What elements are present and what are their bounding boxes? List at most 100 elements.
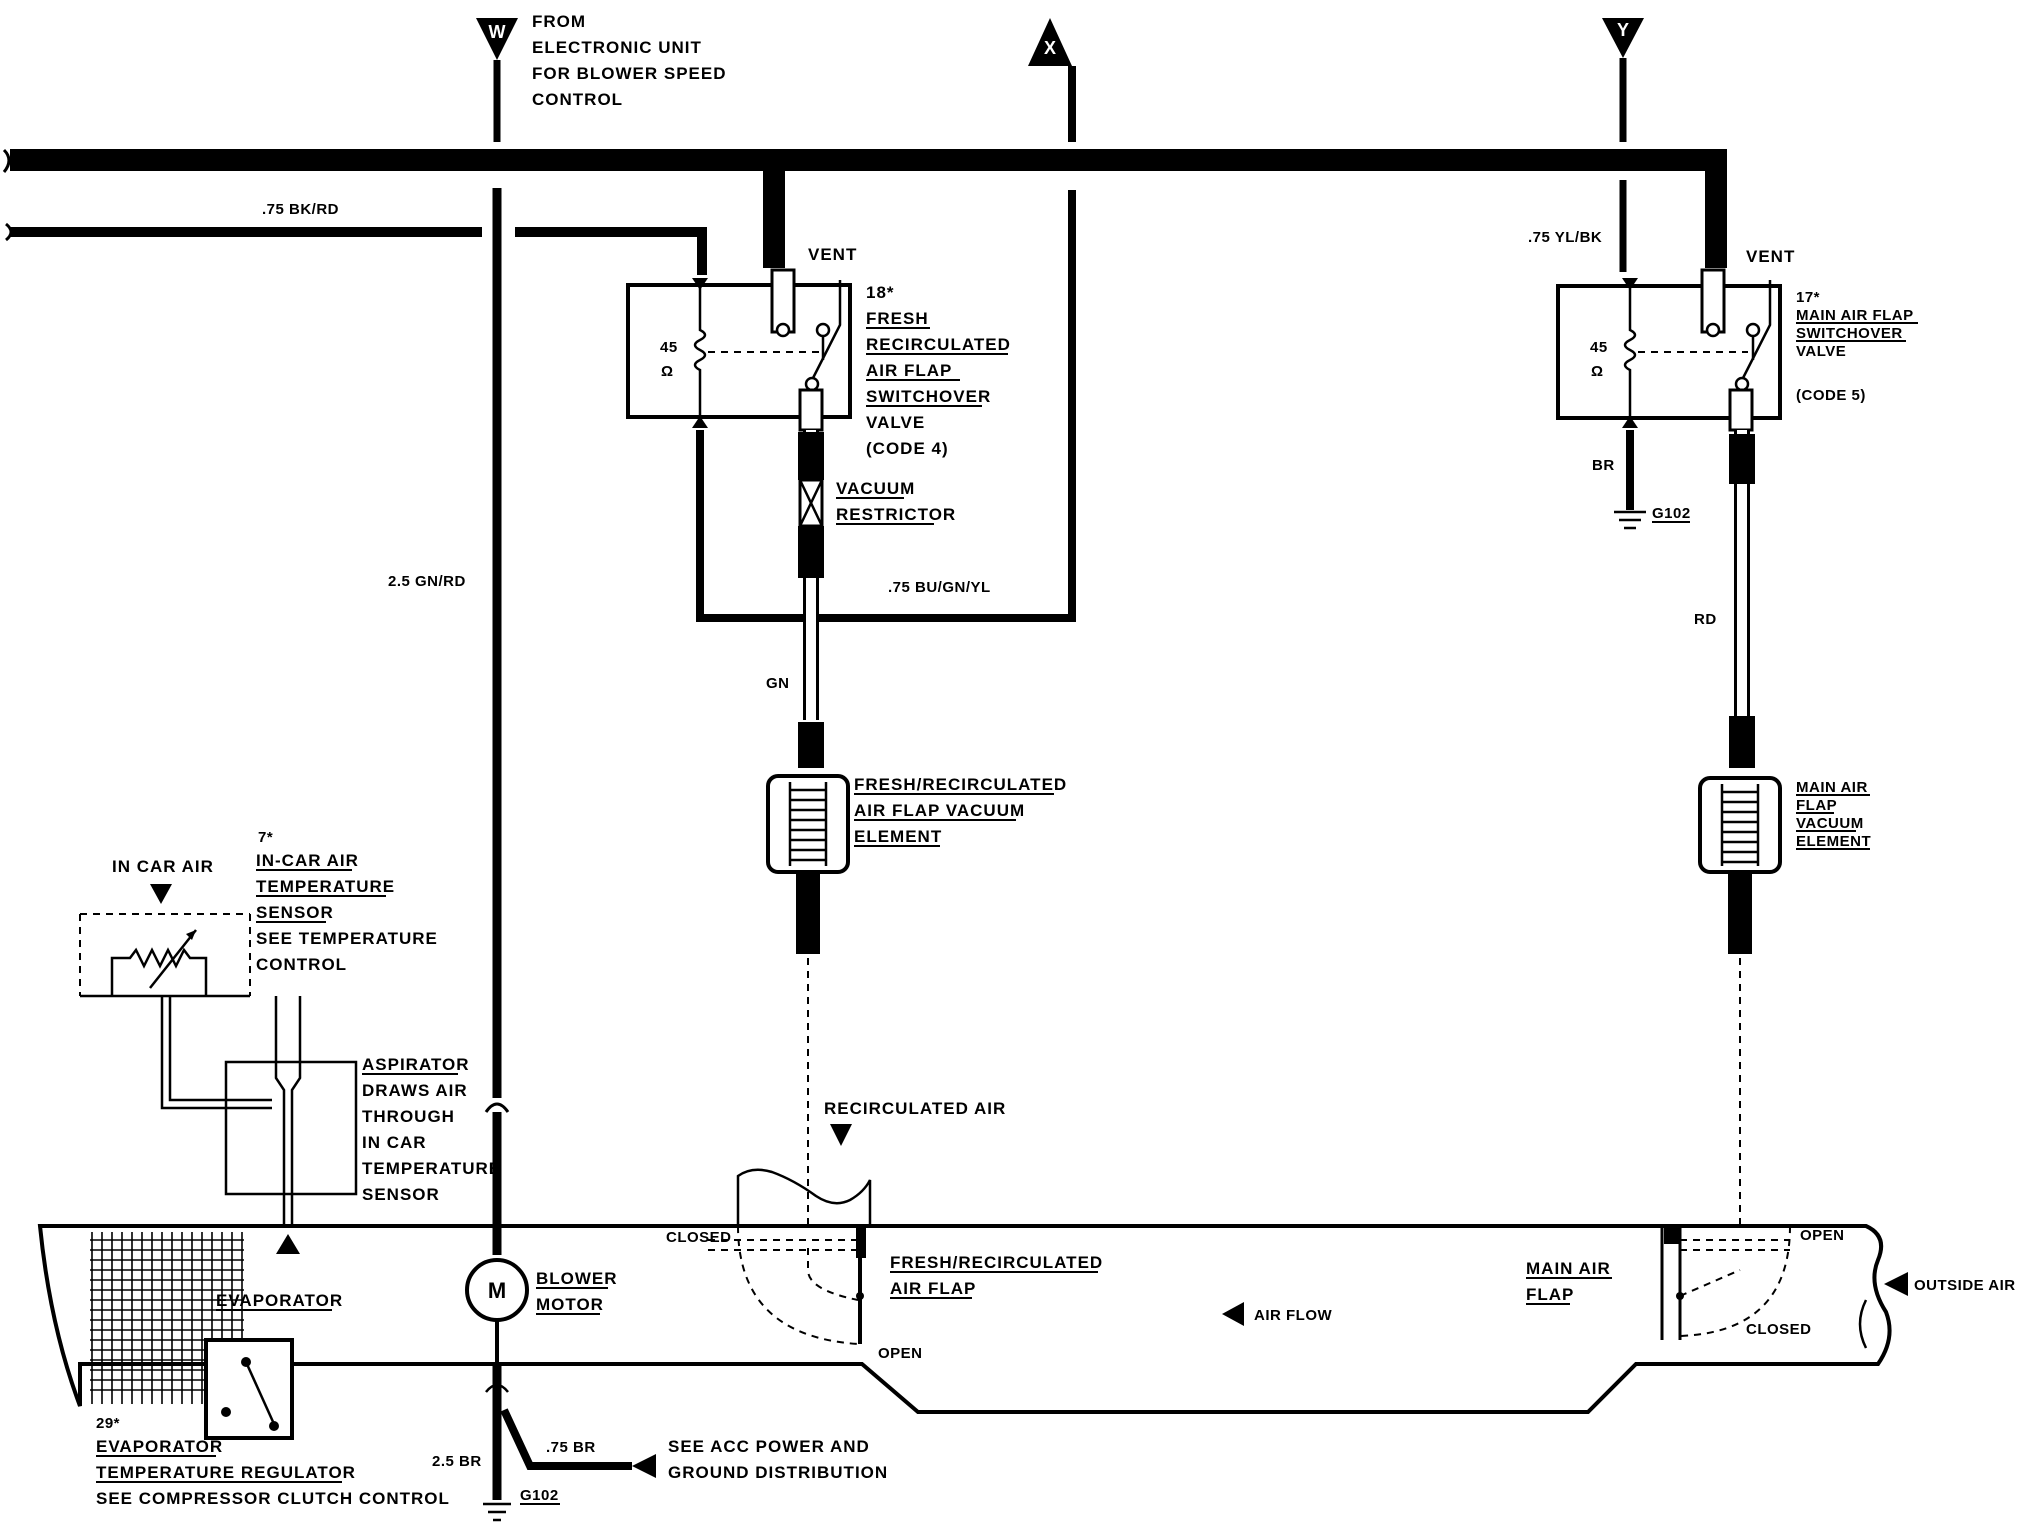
air-duct	[37, 1224, 1892, 1414]
connector-w-label: W	[489, 22, 506, 42]
outside-air-label: OUTSIDE AIR	[1914, 1277, 2016, 1294]
svg-text:SEE COMPRESSOR CLUTCH CONTROL: SEE COMPRESSOR CLUTCH CONTROL	[96, 1489, 450, 1508]
fresh-vacuum-element: FRESH/RECIRCULATED AIR FLAP VACUUM ELEME…	[766, 774, 1067, 1230]
ground-g102-right: BR G102	[1592, 430, 1691, 530]
ohms-right-symbol: Ω	[1591, 363, 1604, 380]
valve-17-main-air-flap: VENT 45 Ω 17* MAIN AIR FLAP SWITCHOVER V…	[1556, 247, 1918, 432]
main-vacuum-element-label: MAIN AIR FLAP VACUUM ELEMENT	[1796, 779, 1871, 850]
connector-y: Y .75 YL/BK	[1528, 18, 1644, 272]
svg-text:SENSOR: SENSOR	[362, 1185, 440, 1204]
connector-y-label: Y	[1617, 20, 1629, 40]
svg-text:EVAPORATOR: EVAPORATOR	[96, 1437, 223, 1456]
svg-text:VACUUM: VACUUM	[1796, 815, 1864, 832]
svg-text:ELECTRONIC UNIT: ELECTRONIC UNIT	[532, 38, 702, 57]
svg-text:CONTROL: CONTROL	[532, 90, 623, 109]
air-flow-indicator: AIR FLOW	[1222, 1302, 1332, 1326]
outside-air-indicator: OUTSIDE AIR	[1884, 1272, 2016, 1296]
svg-text:AIR FLAP VACUUM: AIR FLAP VACUUM	[854, 801, 1025, 820]
svg-text:AIR FLAP: AIR FLAP	[866, 361, 952, 380]
in-car-air-label: IN CAR AIR	[112, 857, 214, 876]
main-power-bus	[2, 148, 1727, 268]
fresh-vacuum-element-label: FRESH/RECIRCULATED AIR FLAP VACUUM ELEME…	[854, 775, 1067, 847]
ohms-left-symbol: Ω	[661, 363, 674, 380]
svg-text:MAIN AIR: MAIN AIR	[1526, 1259, 1611, 1278]
wire-75-br-label: .75 BR	[546, 1439, 596, 1456]
from-electronic-unit-label: FROM ELECTRONIC UNIT FOR BLOWER SPEED CO…	[532, 12, 727, 109]
svg-text:RESTRICTOR: RESTRICTOR	[836, 505, 956, 524]
svg-text:SEE TEMPERATURE: SEE TEMPERATURE	[256, 929, 438, 948]
svg-text:CONTROL: CONTROL	[256, 955, 347, 974]
wire-rd-label: RD	[1694, 611, 1717, 628]
main-vacuum-element: MAIN AIR FLAP VACUUM ELEMENT	[1698, 776, 1871, 1230]
recirculated-air-label: RECIRCULATED AIR	[824, 1099, 1006, 1118]
svg-text:FLAP: FLAP	[1526, 1285, 1574, 1304]
svg-text:MOTOR: MOTOR	[536, 1295, 604, 1314]
svg-text:SWITCHOVER: SWITCHOVER	[1796, 325, 1903, 342]
svg-text:SENSOR: SENSOR	[256, 903, 334, 922]
vacuum-line-right: RD	[1694, 430, 1755, 768]
vent-left-label: VENT	[808, 245, 857, 264]
svg-text:IN-CAR AIR: IN-CAR AIR	[256, 851, 359, 870]
svg-text:(CODE 4): (CODE 4)	[866, 439, 949, 458]
svg-text:FRESH: FRESH	[866, 309, 929, 328]
svg-text:FLAP: FLAP	[1796, 797, 1837, 814]
svg-text:TEMPERATURE: TEMPERATURE	[362, 1159, 501, 1178]
wire-br-right-label: BR	[1592, 457, 1615, 474]
svg-text:FOR BLOWER SPEED: FOR BLOWER SPEED	[532, 64, 727, 83]
svg-text:IN CAR: IN CAR	[362, 1133, 427, 1152]
svg-text:AIR FLAP: AIR FLAP	[890, 1279, 976, 1298]
evap-regulator-label: 29* EVAPORATOR TEMPERATURE REGULATOR SEE…	[96, 1415, 450, 1508]
open-right-label: OPEN	[1800, 1227, 1845, 1244]
wire-bk-rd: .75 BK/RD	[5, 201, 707, 275]
ohms-right-value: 45	[1590, 339, 1608, 356]
main-air-flap-label: MAIN AIR FLAP	[1526, 1259, 1612, 1305]
evaporator-label: EVAPORATOR	[216, 1291, 343, 1310]
blower-ground-wiring: 2.5 BR .75 BR G102 SEE ACC POWER AND GRO…	[432, 1364, 888, 1522]
motor-symbol: M	[488, 1278, 506, 1303]
wire-bu-gn-yl-label: .75 BU/GN/YL	[888, 579, 991, 596]
valve-18-fresh-recirculated: VENT 45 Ω 18* FRESH RECIRCULATED AIR FLA…	[626, 245, 1011, 458]
acc-power-label: SEE ACC POWER AND GROUND DISTRIBUTION	[668, 1437, 888, 1482]
wire-yl-bk-label: .75 YL/BK	[1528, 229, 1602, 246]
aspirator-label: ASPIRATOR DRAWS AIR THROUGH IN CAR TEMPE…	[362, 1055, 501, 1204]
valve-18-label: 18* FRESH RECIRCULATED AIR FLAP SWITCHOV…	[866, 283, 1011, 458]
svg-text:MAIN AIR: MAIN AIR	[1796, 779, 1868, 796]
svg-text:TEMPERATURE REGULATOR: TEMPERATURE REGULATOR	[96, 1463, 356, 1482]
wire-bk-rd-label: .75 BK/RD	[262, 201, 339, 218]
svg-text:GROUND DISTRIBUTION: GROUND DISTRIBUTION	[668, 1463, 888, 1482]
svg-text:7*: 7*	[258, 829, 273, 846]
svg-text:29*: 29*	[96, 1415, 120, 1432]
ground-bottom-label: G102	[520, 1487, 559, 1504]
svg-text:VALVE: VALVE	[1796, 343, 1846, 360]
blower-motor-label: BLOWER MOTOR	[536, 1269, 618, 1315]
connector-x-label: X	[1044, 38, 1056, 58]
svg-text:ELEMENT: ELEMENT	[1796, 833, 1871, 850]
svg-text:MAIN AIR FLAP: MAIN AIR FLAP	[1796, 307, 1914, 324]
fresh-recirculated-flap: RECIRCULATED AIR CLOSED OPEN FRESH/RECIR…	[666, 1099, 1102, 1362]
svg-text:BLOWER: BLOWER	[536, 1269, 618, 1288]
evaporator-temperature-regulator: 29* EVAPORATOR TEMPERATURE REGULATOR SEE…	[96, 1338, 450, 1508]
connector-w: W FROM ELECTRONIC UNIT FOR BLOWER SPEED …	[476, 12, 727, 142]
vacuum-restrictor-label: VACUUM RESTRICTOR	[836, 479, 956, 525]
svg-text:TEMPERATURE: TEMPERATURE	[256, 877, 395, 896]
ground-right-label: G102	[1652, 505, 1691, 522]
svg-text:VALVE: VALVE	[866, 413, 925, 432]
svg-text:SEE ACC POWER AND: SEE ACC POWER AND	[668, 1437, 870, 1456]
svg-text:THROUGH: THROUGH	[362, 1107, 455, 1126]
vacuum-line-left: VACUUM RESTRICTOR GN	[766, 430, 956, 768]
closed-right-label: CLOSED	[1746, 1321, 1812, 1338]
ohms-left-value: 45	[660, 339, 678, 356]
air-flow-label: AIR FLOW	[1254, 1307, 1332, 1324]
closed-left-label: CLOSED	[666, 1229, 732, 1246]
in-car-sensor-label: 7* IN-CAR AIR TEMPERATURE SENSOR SEE TEM…	[256, 829, 438, 974]
fresh-air-flap-label: FRESH/RECIRCULATED AIR FLAP	[890, 1253, 1102, 1299]
connector-x: X .75 BU/GN/YL	[696, 18, 1076, 622]
svg-text:VACUUM: VACUUM	[836, 479, 915, 498]
valve-17-label: 17* MAIN AIR FLAP SWITCHOVER VALVE (CODE…	[1796, 289, 1918, 404]
svg-text:FRESH/RECIRCULATED: FRESH/RECIRCULATED	[854, 775, 1067, 794]
svg-text:RECIRCULATED: RECIRCULATED	[866, 335, 1011, 354]
wire-gn-rd-label: 2.5 GN/RD	[388, 573, 466, 590]
vent-right-label: VENT	[1746, 247, 1795, 266]
wire-25-br-label: 2.5 BR	[432, 1453, 482, 1470]
